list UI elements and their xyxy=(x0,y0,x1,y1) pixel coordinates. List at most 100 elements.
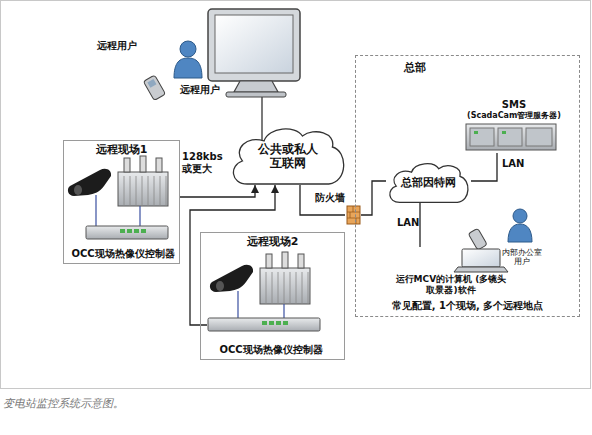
substation-transformer-icon xyxy=(124,176,166,206)
cloud-outline xyxy=(390,164,468,203)
thermal-camera-icon xyxy=(216,281,224,291)
headquarters-box: 总部常见配置, 1个现场, 多个远程地点 SMS(ScadaCam管理服务器) 总部… xyxy=(355,55,580,317)
remote-user-phone-icon xyxy=(143,75,165,101)
node-label: 运行MCV的计算机 (多镜头取景器)软件 xyxy=(392,274,510,295)
substation-transformer-icon xyxy=(282,252,288,268)
node-label: 防火墙 xyxy=(315,192,345,204)
node-label: 公共或私人 互联网 xyxy=(253,143,323,171)
thermal-camera-icon xyxy=(210,265,253,292)
connector-line xyxy=(419,203,420,247)
controller-device-icon xyxy=(86,226,168,239)
thermal-camera-icon xyxy=(68,169,111,226)
node-label: 总部 xyxy=(404,62,426,75)
substation-transformer-icon xyxy=(148,176,149,206)
substation-transformer-icon xyxy=(142,176,143,206)
server-rack-icon xyxy=(474,131,478,134)
substation-transformer-icon xyxy=(260,252,310,318)
substation-transformer-icon xyxy=(266,272,267,304)
office-phone-icon xyxy=(468,228,487,250)
substation-transformer-icon xyxy=(302,272,303,304)
remote-user: 远程用户 xyxy=(95,36,171,62)
node-label: 远程用户 xyxy=(180,84,220,96)
substation-transformer-icon xyxy=(160,176,161,206)
remote-user-phone-icon xyxy=(147,79,156,88)
substation-transformer-icon xyxy=(156,158,162,172)
controller-device-icon xyxy=(208,318,320,331)
connection-label: LAN xyxy=(397,217,419,229)
remote-user: 远程用户 xyxy=(164,80,222,100)
node-label: 远程用户 xyxy=(97,40,137,52)
substation-transformer-icon xyxy=(296,272,297,304)
substation-transformer-icon xyxy=(266,272,308,304)
office-user-person-icon xyxy=(513,209,527,223)
connector-line xyxy=(361,181,386,215)
node-label: 总部因特网 xyxy=(401,177,456,190)
substation-transformer-icon xyxy=(130,176,131,206)
cloud-outline xyxy=(233,129,343,184)
controller-device-icon xyxy=(262,321,267,325)
connector-line xyxy=(190,185,275,325)
controller-device-icon xyxy=(120,229,125,233)
office-user-person-icon xyxy=(508,209,532,242)
controller-device-icon xyxy=(269,321,274,325)
server-rack-icon xyxy=(498,128,522,146)
substation-transformer-icon xyxy=(140,156,146,172)
internet-cloud: 公共或私人 互联网 xyxy=(228,125,348,185)
laptop-icon xyxy=(462,249,500,267)
picture-frame xyxy=(1,1,591,389)
remote-site-box: 远程现场1OCC现场热像仪控制器 xyxy=(63,140,180,264)
sms-server: SMS(ScadaCam管理服务器) xyxy=(459,99,569,153)
substation-transformer-icon xyxy=(283,304,284,318)
camera-controller: OCC现场热像仪控制器 xyxy=(66,161,180,261)
controller-device-icon xyxy=(127,229,132,233)
server-rack-icon xyxy=(466,124,556,150)
substation-transformer-icon xyxy=(260,268,310,304)
node-label: 内部办公室用户 xyxy=(500,248,544,266)
substation-transformer-icon xyxy=(166,176,167,206)
thermal-camera-icon xyxy=(68,169,111,196)
office-user: 内部办公室用户 xyxy=(494,206,550,266)
substation-transformer-icon xyxy=(284,272,285,304)
substation-transformer-icon xyxy=(118,172,168,206)
node-label: 远程现场1 xyxy=(96,144,148,157)
thermal-camera-icon xyxy=(95,195,96,226)
monitor-icon xyxy=(234,81,278,92)
monitor-icon xyxy=(208,9,300,81)
remote-user-person-icon xyxy=(174,58,202,78)
monitor-icon xyxy=(226,92,286,97)
figure-caption: 变电站监控系统示意图。 xyxy=(3,396,124,411)
laptop-icon xyxy=(454,249,508,272)
remote-user-person-icon xyxy=(180,41,196,57)
monitor-icon xyxy=(215,15,293,73)
remote-user-phone-icon xyxy=(143,75,165,101)
node-sublabel: 常见配置, 1个现场, 多个远程地点 xyxy=(356,300,579,312)
connector-line xyxy=(180,185,255,197)
office-phone-icon xyxy=(468,228,487,250)
connector-line xyxy=(471,153,497,181)
controller-device-icon xyxy=(283,321,288,325)
substation-transformer-icon xyxy=(136,176,137,206)
mcv-computer: 运行MCV的计算机 (多镜头取景器)软件 xyxy=(389,247,513,295)
server-rack-icon xyxy=(466,124,556,150)
firewall-icon xyxy=(350,212,351,218)
controller-device-icon xyxy=(208,318,320,331)
substation-transformer-icon xyxy=(290,272,291,304)
node-label: OCC现场热像仪控制器 xyxy=(71,248,174,260)
firewall-icon xyxy=(347,218,360,219)
firewall-icon xyxy=(353,206,354,212)
remote-site-box: 远程现场2OCC现场热像仪控制器 xyxy=(200,232,345,360)
node-label: OCC现场热像仪控制器 xyxy=(219,344,322,356)
controller-device-icon xyxy=(134,229,139,233)
substation-transformer-icon xyxy=(124,176,125,206)
substation-transformer-icon xyxy=(118,156,168,226)
substation-transformer-icon xyxy=(124,158,130,172)
remote-user-person-icon xyxy=(174,41,202,78)
office-user-person-icon xyxy=(508,224,532,242)
controller-device-icon xyxy=(141,229,146,233)
thermal-camera-icon xyxy=(210,265,253,318)
camera-controller: OCC现场热像仪控制器 xyxy=(207,317,335,357)
substation-transformer-icon xyxy=(308,272,309,304)
